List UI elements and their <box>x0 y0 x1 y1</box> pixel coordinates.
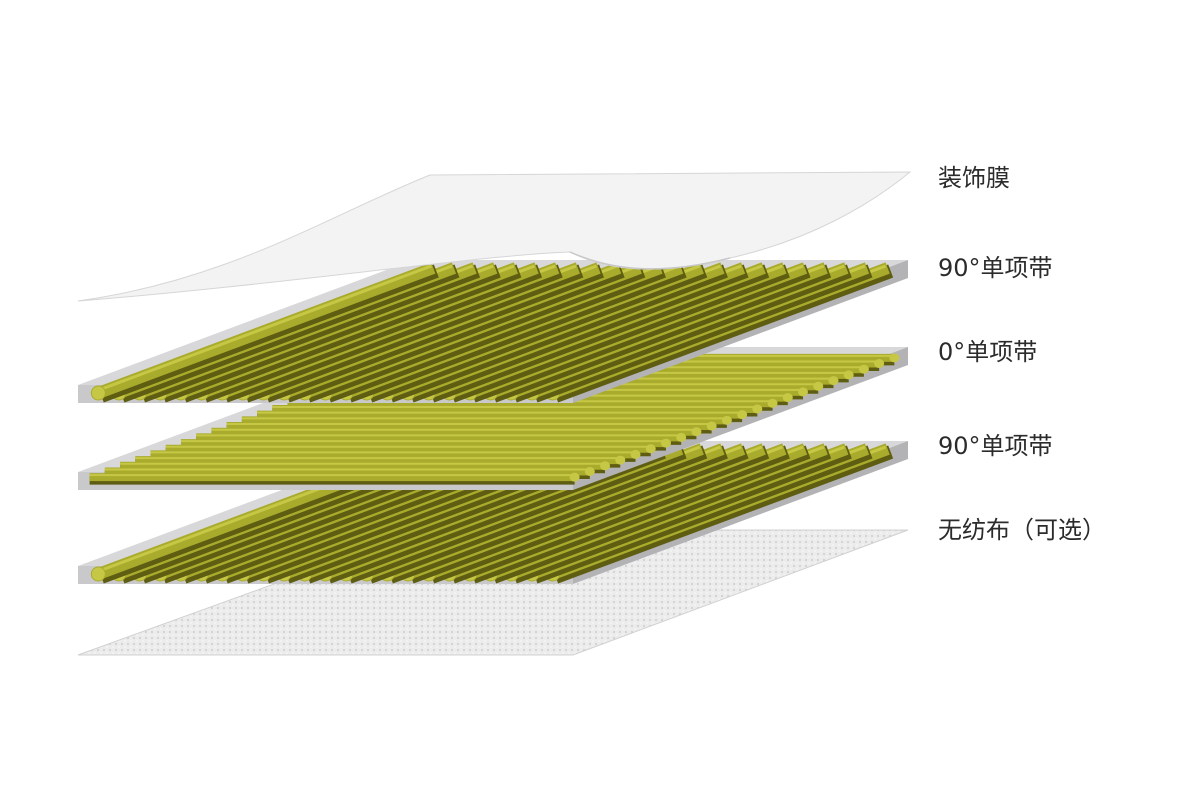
fiber-rod-highlight <box>95 264 432 393</box>
fiber-rod-end <box>889 353 900 363</box>
label-ud90-top: 90°单项带 <box>938 254 1053 282</box>
fiber-rod-end <box>721 415 732 425</box>
fiber-rod-end <box>569 472 580 482</box>
fiber-rod-end <box>737 410 748 420</box>
decorative-film-layer <box>77 171 912 302</box>
label-ud0: 0°单项带 <box>938 338 1038 366</box>
fiber-rod-end <box>691 427 702 437</box>
film-curl-edge <box>569 251 731 270</box>
fiber-rod-end <box>813 381 824 391</box>
fiber-rod-end <box>798 387 809 397</box>
fiber-rod-end <box>676 432 687 442</box>
fiber-rod-end <box>858 364 869 374</box>
fiber-rod-end <box>706 421 717 431</box>
fiber-rod-end <box>645 444 656 454</box>
fiber-rod-end <box>90 385 106 401</box>
fiber-rod-end <box>584 466 595 476</box>
label-decorative-film: 装饰膜 <box>938 164 1010 192</box>
ud90-top-layer <box>78 260 908 403</box>
fiber-rod <box>96 262 436 399</box>
label-nonwoven: 无纺布（可选） <box>938 516 1106 544</box>
fiber-rod-end <box>660 438 671 448</box>
fiber-rod-end <box>630 449 641 459</box>
fiber-rod-end <box>752 404 763 414</box>
fiber-rod-end <box>874 359 885 369</box>
label-ud90-bottom: 90°单项带 <box>938 432 1053 460</box>
fiber-rod-end <box>782 393 793 403</box>
fiber-rod-end <box>843 370 854 380</box>
fiber-rod-end <box>615 455 626 465</box>
fiber-rod-end <box>767 398 778 408</box>
fiber-rod-end <box>90 566 106 582</box>
fiber-rod-end <box>828 376 839 386</box>
fiber-rod-end <box>600 461 611 471</box>
